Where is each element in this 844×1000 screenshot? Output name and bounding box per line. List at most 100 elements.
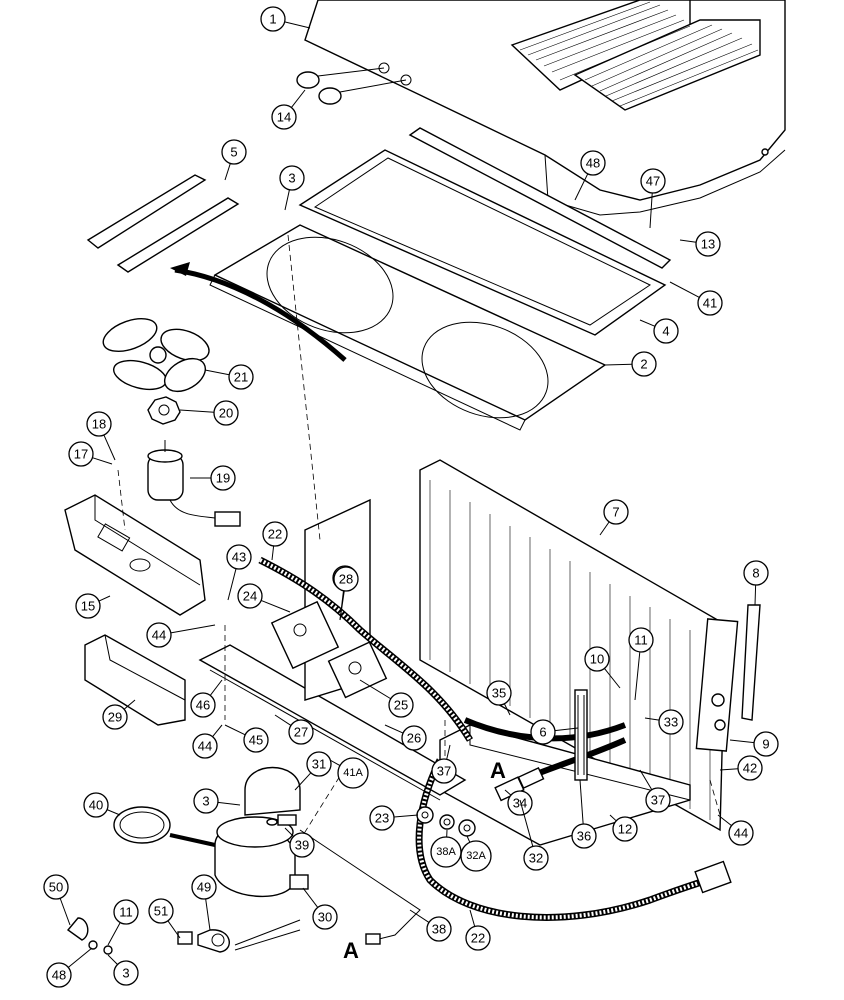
callout-number: 45 xyxy=(249,733,263,748)
callout-25: 25 xyxy=(359,679,414,718)
callout-number: 26 xyxy=(407,731,421,746)
callout-number: 46 xyxy=(196,698,210,713)
leader-line xyxy=(224,724,246,736)
callout-circle xyxy=(289,832,315,858)
callout-number: 50 xyxy=(49,880,63,895)
leader-line xyxy=(302,887,319,908)
callout-number: 9 xyxy=(762,737,769,752)
leader-line xyxy=(604,668,621,689)
gasket-ring xyxy=(147,396,181,425)
callout-number: 27 xyxy=(294,725,308,740)
callout-48: 48 xyxy=(46,947,93,988)
callout-4: 4 xyxy=(639,318,679,344)
callout-circle xyxy=(460,840,492,872)
o-ring xyxy=(266,814,297,826)
callout-23: 23 xyxy=(369,805,419,831)
callout-44: 44 xyxy=(192,724,223,759)
callout-circle xyxy=(226,544,252,570)
leader-line xyxy=(227,568,237,601)
callout-11: 11 xyxy=(107,899,139,946)
callout-number: 48 xyxy=(586,156,600,171)
callout-29: 29 xyxy=(102,699,136,730)
callout-circle xyxy=(68,441,94,467)
callout-22: 22 xyxy=(465,909,491,951)
leader-line xyxy=(599,521,610,536)
leader-line xyxy=(59,898,71,926)
callout-number: 14 xyxy=(277,110,291,125)
callout-number: 3 xyxy=(288,171,295,186)
callout-number: 10 xyxy=(590,652,604,667)
callout-number: 11 xyxy=(119,905,133,920)
callout-number: 6 xyxy=(539,725,546,740)
callout-number: 22 xyxy=(471,931,485,946)
callout-17: 17 xyxy=(68,441,113,467)
callout-circle xyxy=(146,622,172,648)
callout-circle xyxy=(728,820,754,846)
callout-24: 24 xyxy=(237,583,291,613)
callout-46: 46 xyxy=(190,679,223,718)
leader-line xyxy=(284,189,290,211)
callout-circle xyxy=(192,733,218,759)
callout-19: 19 xyxy=(190,465,236,491)
leader-line xyxy=(290,89,306,108)
callout-circle xyxy=(213,400,239,426)
callout-number: 37 xyxy=(651,793,665,808)
callout-number: 1 xyxy=(269,12,276,27)
callout-circle xyxy=(640,168,666,194)
leader-line xyxy=(103,434,116,461)
callout-circle xyxy=(743,560,769,586)
callout-circle xyxy=(584,646,610,672)
leader-line xyxy=(644,717,660,721)
callout-circle xyxy=(369,805,395,831)
leader-line xyxy=(274,714,292,726)
callout-circle xyxy=(113,960,139,986)
side-strip xyxy=(741,604,761,721)
callout-6: 6 xyxy=(530,719,579,745)
callout-circle xyxy=(271,104,297,130)
housing-cover xyxy=(304,0,786,216)
callout-circle xyxy=(603,499,629,525)
callout-3: 3 xyxy=(193,788,241,814)
callout-3: 3 xyxy=(279,165,305,211)
callout-number: 44 xyxy=(734,826,748,841)
callout-1: 1 xyxy=(260,6,311,32)
callout-number: 35 xyxy=(492,686,506,701)
callout-number: 25 xyxy=(394,698,408,713)
callout-circle xyxy=(465,925,491,951)
leader-line xyxy=(669,281,700,298)
callout-36: 36 xyxy=(571,779,597,849)
callout-11: 11 xyxy=(628,627,654,701)
callout-41a: 41A xyxy=(329,757,369,789)
seal-strip xyxy=(408,127,672,269)
leader-line xyxy=(679,239,697,243)
leader-line xyxy=(107,922,121,946)
leader-line xyxy=(329,759,341,767)
callout-34: 34 xyxy=(504,789,533,816)
leader-line xyxy=(609,814,617,822)
callout-circle xyxy=(102,704,128,730)
callout-circle xyxy=(580,150,606,176)
receiver-fitting xyxy=(695,618,739,752)
leader-line xyxy=(359,679,392,700)
leader-line xyxy=(519,799,534,847)
callout-35: 35 xyxy=(486,680,512,716)
section-label-a-lower: A xyxy=(343,938,359,963)
leader-line xyxy=(123,699,136,710)
leader-line xyxy=(92,457,113,465)
callout-circle xyxy=(228,364,254,390)
callout-circle xyxy=(86,411,112,437)
leader-line xyxy=(649,192,653,229)
callout-circle xyxy=(697,290,723,316)
side-cover xyxy=(84,634,186,726)
callout-37: 37 xyxy=(639,769,671,813)
callout-number: 44 xyxy=(198,739,212,754)
leader-line xyxy=(634,651,641,701)
leader-line xyxy=(167,920,181,939)
callout-circle xyxy=(612,816,638,842)
leader-line xyxy=(209,679,223,696)
callout-circle xyxy=(333,566,359,592)
leader-line xyxy=(217,801,241,806)
foam-strips xyxy=(86,174,240,273)
leader-line xyxy=(574,173,589,201)
leader-line xyxy=(212,724,223,737)
